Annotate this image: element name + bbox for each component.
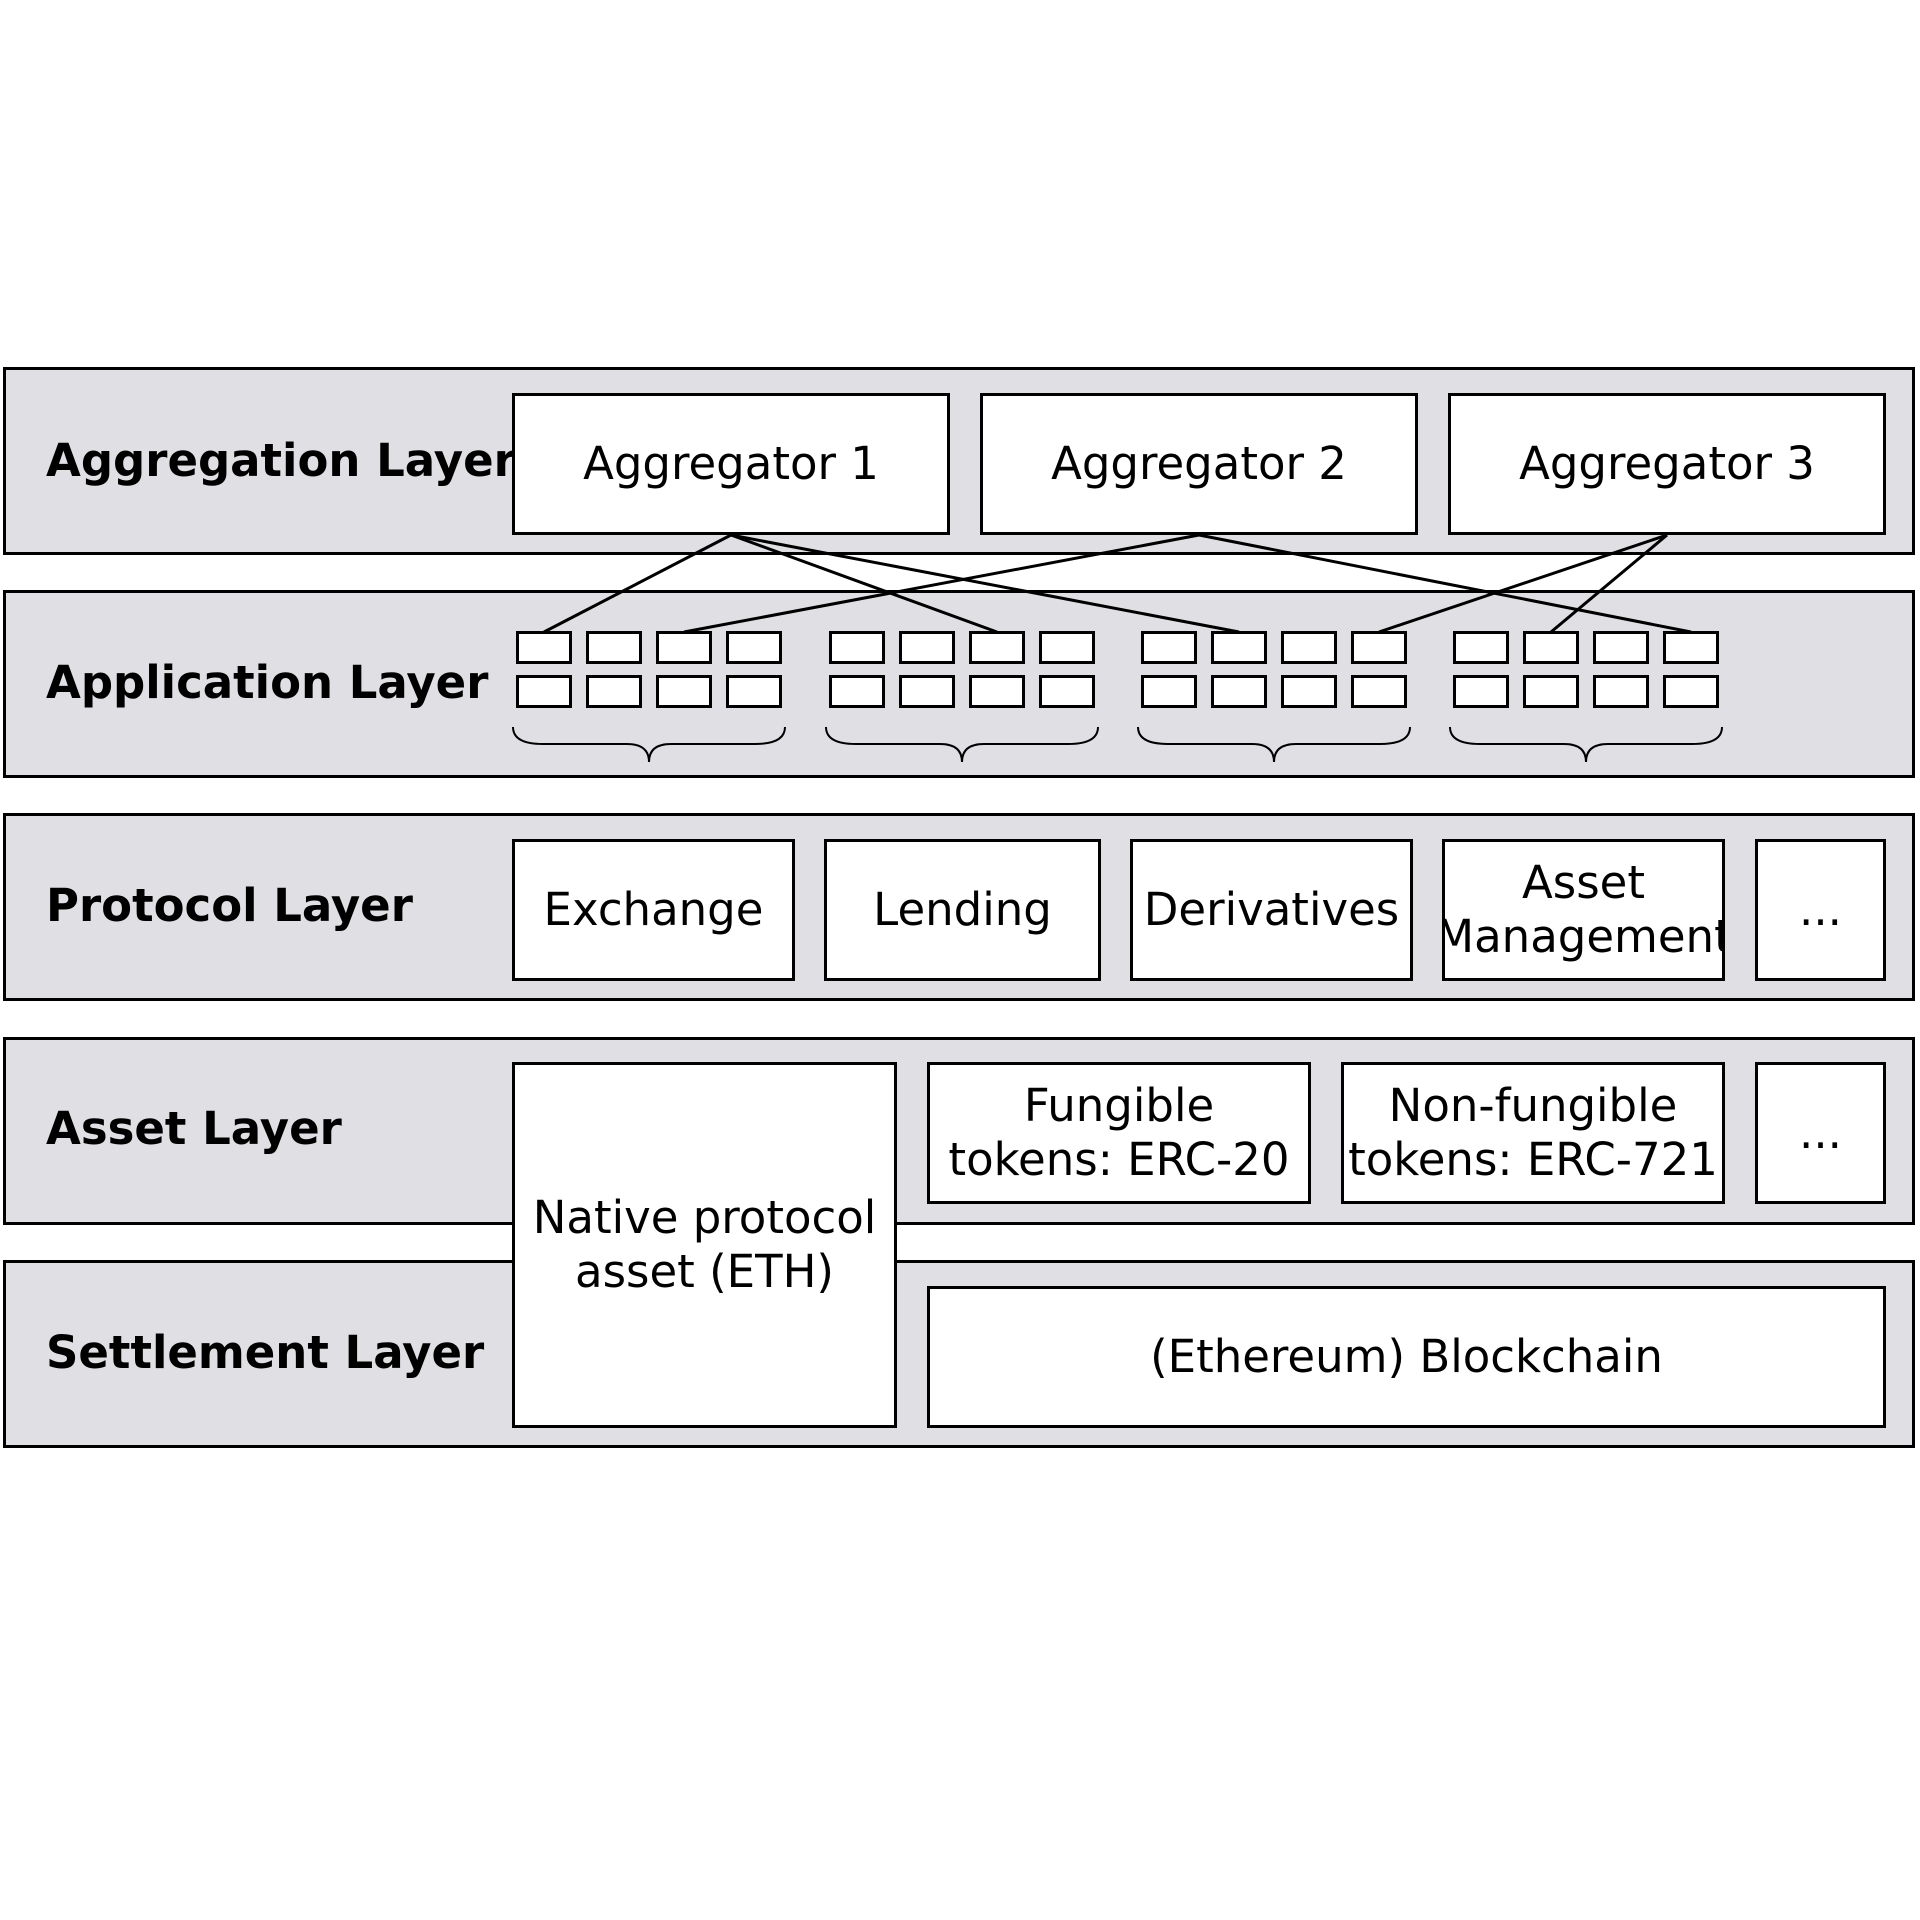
application-cell	[1211, 631, 1267, 664]
exchange-protocol-box: Exchange	[512, 839, 795, 981]
more-assets-box: ...	[1755, 1062, 1886, 1204]
application-cell	[1663, 631, 1719, 664]
aggregator-3-box: Aggregator 3	[1448, 393, 1886, 535]
application-layer-label: Application Layer	[46, 656, 489, 709]
more-protocols-box: ...	[1755, 839, 1886, 981]
application-cell	[1453, 675, 1509, 708]
asset-layer-label: Asset Layer	[46, 1102, 342, 1155]
application-cell	[899, 675, 955, 708]
application-cell	[1141, 675, 1197, 708]
application-cell	[656, 631, 712, 664]
native-protocol-asset-box: Native protocol asset (ETH)	[512, 1062, 897, 1428]
settlement-layer-label: Settlement Layer	[46, 1326, 485, 1379]
application-cell	[516, 631, 572, 664]
application-cell	[586, 675, 642, 708]
application-cell	[1523, 631, 1579, 664]
application-cell	[586, 631, 642, 664]
application-cell	[656, 675, 712, 708]
application-cell	[1039, 675, 1095, 708]
application-cell	[969, 675, 1025, 708]
application-cell	[1351, 631, 1407, 664]
asset-management-protocol-box: Asset Management	[1442, 839, 1725, 981]
application-cell	[829, 631, 885, 664]
application-cell	[1281, 675, 1337, 708]
aggregator-2-box: Aggregator 2	[980, 393, 1418, 535]
aggregation-layer-label: Aggregation Layer	[46, 434, 516, 487]
application-cell	[726, 675, 782, 708]
protocol-layer-label: Protocol Layer	[46, 879, 413, 932]
application-cell	[969, 631, 1025, 664]
application-cell	[516, 675, 572, 708]
lending-protocol-box: Lending	[824, 839, 1101, 981]
application-cell	[726, 631, 782, 664]
application-cell	[1523, 675, 1579, 708]
application-cell	[1663, 675, 1719, 708]
application-cell	[1351, 675, 1407, 708]
aggregator-1-box: Aggregator 1	[512, 393, 950, 535]
blockchain-box: (Ethereum) Blockchain	[927, 1286, 1886, 1428]
application-cell	[1453, 631, 1509, 664]
application-cell	[829, 675, 885, 708]
application-cell	[1281, 631, 1337, 664]
application-cell	[1593, 631, 1649, 664]
derivatives-protocol-box: Derivatives	[1130, 839, 1413, 981]
non-fungible-tokens-box: Non-fungible tokens: ERC-721	[1341, 1062, 1725, 1204]
application-cell	[899, 631, 955, 664]
fungible-tokens-box: Fungible tokens: ERC-20	[927, 1062, 1311, 1204]
application-cell	[1039, 631, 1095, 664]
application-cell	[1593, 675, 1649, 708]
application-cell	[1141, 631, 1197, 664]
application-cell	[1211, 675, 1267, 708]
